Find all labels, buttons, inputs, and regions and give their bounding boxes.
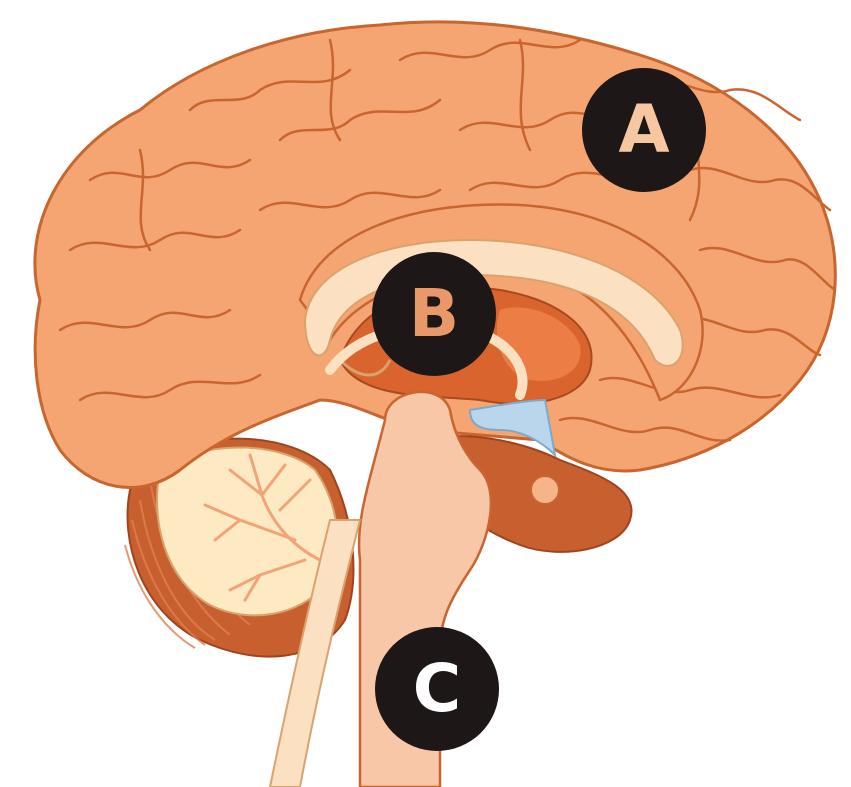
label-b-text: B: [409, 281, 459, 347]
label-a-badge: A: [582, 68, 706, 192]
label-a-text: A: [618, 97, 669, 163]
label-b-badge: B: [372, 252, 496, 376]
label-c-badge: C: [375, 627, 499, 751]
pituitary: [531, 476, 559, 504]
label-c-text: C: [413, 656, 461, 722]
